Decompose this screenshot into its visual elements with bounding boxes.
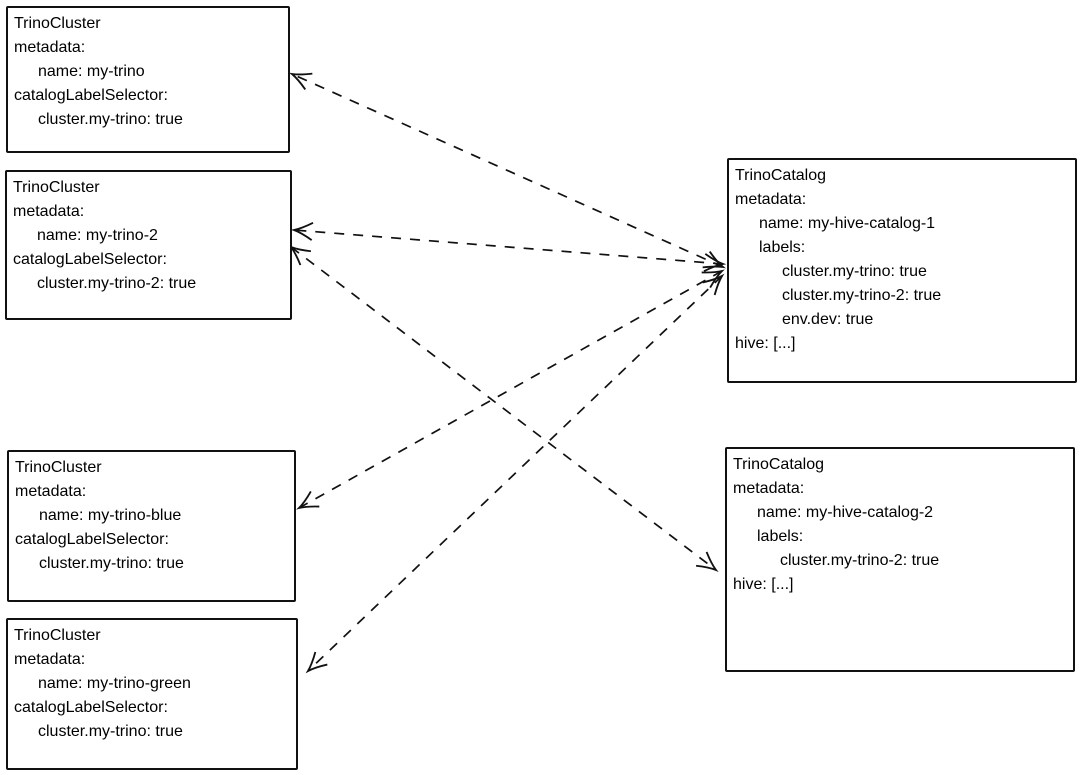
yaml-line: cluster.my-trino-2: true [780, 552, 940, 569]
yaml-line: metadata: [15, 483, 87, 500]
trinocatalog-my-hive-catalog-1: TrinoCatalog metadata: name: my-hive-cat… [727, 158, 1077, 383]
yaml-line: name: my-trino [38, 63, 145, 80]
yaml-line: cluster.my-trino: true [782, 263, 927, 280]
yaml-line: catalogLabelSelector: [14, 87, 168, 104]
yaml-line: name: my-trino-2 [37, 227, 158, 244]
yaml-line: cluster.my-trino-2: true [782, 287, 942, 304]
resource-kind-label: TrinoCatalog [733, 456, 825, 473]
trinocatalog-my-hive-catalog-2: TrinoCatalog metadata: name: my-hive-cat… [725, 447, 1075, 672]
yaml-line: labels: [757, 528, 804, 545]
yaml-line: name: my-hive-catalog-2 [757, 504, 934, 521]
yaml-line: metadata: [733, 480, 805, 497]
yaml-line: hive: [...] [735, 335, 796, 352]
trinocluster-my-trino-2: TrinoCluster metadata: name: my-trino-2 … [5, 170, 292, 320]
yaml-line: cluster.my-trino-2: true [37, 275, 197, 292]
trinocluster-my-trino: TrinoCluster metadata: name: my-trino ca… [6, 6, 290, 153]
edge-catalog1-my-trino-green [308, 276, 722, 671]
yaml-line: name: my-trino-green [38, 675, 191, 692]
yaml-line: catalogLabelSelector: [13, 251, 167, 268]
yaml-line: metadata: [14, 39, 86, 56]
yaml-line: env.dev: true [782, 311, 874, 328]
yaml-line: name: my-hive-catalog-1 [759, 215, 936, 232]
trinocluster-my-trino-blue: TrinoCluster metadata: name: my-trino-bl… [7, 450, 296, 602]
edge-catalog1-my-trino-blue [299, 271, 722, 508]
yaml-line: catalogLabelSelector: [15, 531, 169, 548]
yaml-line: hive: [...] [733, 576, 794, 593]
trinocluster-my-trino-green: TrinoCluster metadata: name: my-trino-gr… [6, 618, 298, 770]
yaml-line: name: my-trino-blue [39, 507, 182, 524]
yaml-line: cluster.my-trino: true [38, 723, 183, 740]
yaml-line: cluster.my-trino: true [39, 555, 184, 572]
resource-kind-label: TrinoCluster [14, 627, 101, 644]
yaml-line: cluster.my-trino: true [38, 111, 183, 128]
yaml-line: catalogLabelSelector: [14, 699, 168, 716]
yaml-line: metadata: [14, 651, 86, 668]
resource-kind-label: TrinoCluster [14, 15, 101, 32]
resource-kind-label: TrinoCluster [15, 459, 102, 476]
edge-catalog2-my-trino-2 [291, 247, 716, 570]
yaml-line: metadata: [735, 191, 807, 208]
yaml-line: labels: [759, 239, 806, 256]
edge-catalog1-my-trino [292, 74, 723, 267]
yaml-line: metadata: [13, 203, 85, 220]
edge-catalog1-my-trino-2 [294, 230, 723, 264]
resource-kind-label: TrinoCatalog [735, 167, 827, 184]
resource-kind-label: TrinoCluster [13, 179, 100, 196]
